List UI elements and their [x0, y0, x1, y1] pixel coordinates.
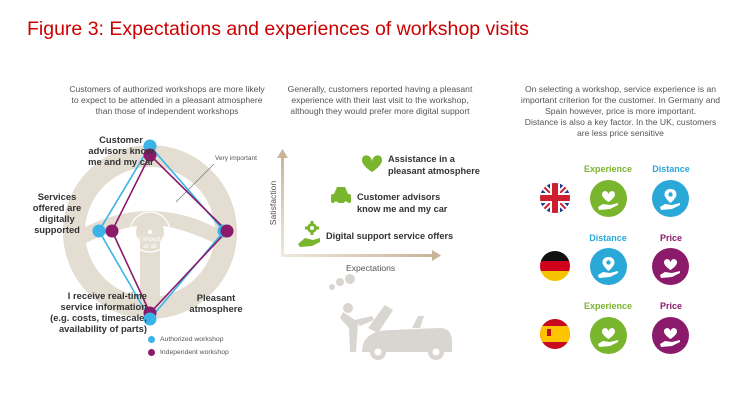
heart-hand-icon — [590, 317, 627, 354]
germany-flag — [540, 251, 570, 281]
location-hand-icon — [652, 180, 689, 217]
independent-point — [143, 148, 157, 162]
heart-hand-icon — [652, 248, 689, 285]
expectations-axis-label: Expectations — [346, 263, 396, 273]
not-important-label: Not important at all — [130, 236, 170, 250]
satisfaction-axis-label: Satisfaction — [268, 180, 278, 226]
legend-item-independent: Independent workshop — [148, 349, 229, 356]
spain-criterion-2-label: Price — [659, 301, 683, 311]
location-hand-icon — [590, 248, 627, 285]
very-important-pointer — [175, 163, 215, 203]
spain-criterion-1-label: Experience — [583, 301, 633, 311]
car-repair-illustration — [329, 274, 452, 360]
uk-flag — [540, 183, 570, 213]
independent-point — [105, 224, 119, 238]
uk-criterion-1-label: Experience — [583, 164, 633, 174]
radar-intro: Customers of authorized workshops are mo… — [69, 84, 265, 116]
expectations-axis — [282, 250, 441, 261]
label-digitally-supported: Services offered are digitally supported — [32, 191, 82, 235]
spain-flag — [540, 319, 570, 349]
legend-swatch-authorized — [148, 336, 155, 343]
heart-icon — [362, 155, 382, 172]
pref-digital-support: Digital support service offers — [326, 231, 454, 241]
gear-hand-icon — [298, 221, 320, 247]
uk-criterion-2-label: Distance — [652, 164, 690, 174]
authorized-point — [143, 312, 157, 326]
heart-hand-icon — [590, 180, 627, 217]
germany-criterion-2-label: Price — [659, 233, 683, 243]
independent-point — [220, 224, 234, 238]
heart-hand-icon — [652, 317, 689, 354]
satisfaction-axis — [277, 149, 288, 257]
germany-criterion-1-label: Distance — [589, 233, 627, 243]
page-title: Figure 3: Expectations and experiences o… — [27, 18, 529, 40]
authorized-point — [92, 224, 106, 238]
legend-item-authorized: Authorized workshop — [148, 336, 229, 343]
satisfaction-intro: Generally, customers reported having a p… — [287, 84, 473, 116]
pref-assistance: Assistance in a pleasant atmosphere — [388, 154, 480, 176]
car-icon — [331, 187, 351, 207]
label-pleasant-atmosphere: Pleasant atmosphere — [189, 292, 243, 314]
pref-customer-advisors: Customer advisors know me and my car — [357, 192, 448, 214]
label-customer-advisors: Customer advisors know me and my car — [88, 134, 154, 167]
label-real-time-info: I receive real-time service information … — [50, 290, 147, 334]
legend-swatch-independent — [148, 349, 155, 356]
legend: Authorized workshop Independent workshop — [148, 336, 229, 356]
authorized-point — [143, 139, 157, 153]
very-important-label: Very important — [215, 155, 257, 162]
criteria-intro: On selecting a workshop, service experie… — [520, 84, 721, 138]
